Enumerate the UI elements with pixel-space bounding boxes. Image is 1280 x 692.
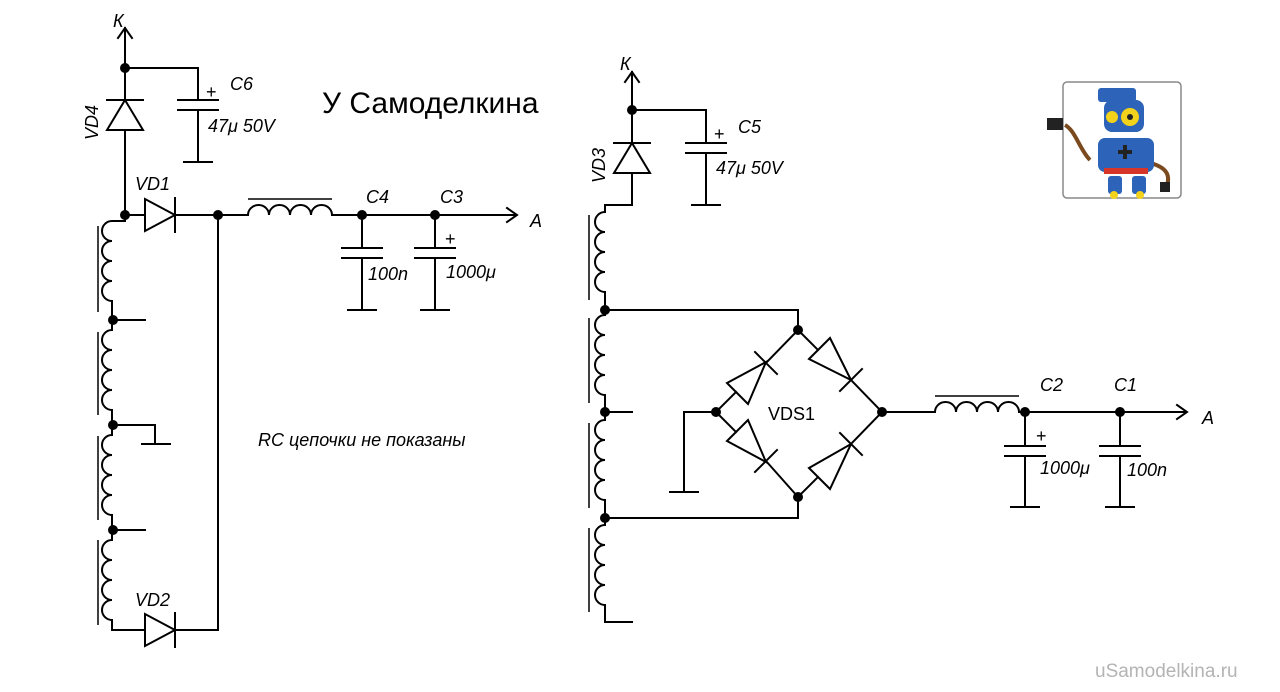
label-c2: C2 [1040,375,1063,395]
label-k-right: К [620,54,632,74]
capacitor-c5 [685,142,727,206]
page-title: У Самоделкина [322,87,539,120]
watermark: uSamodelkina.ru [1095,661,1238,682]
transformer-winding-right [588,204,799,623]
label-c3: C3 [440,187,463,207]
capacitor-c2 [1004,407,1046,508]
label-vds1: VDS1 [768,404,815,424]
diode-vd2 [139,214,219,648]
label-a-right: А [1201,408,1214,428]
diode-vd4 [105,67,145,216]
label-vd2: VD2 [135,590,170,610]
capacitor-c6 [177,99,219,163]
robot-logo [1047,81,1182,199]
capacitor-c1 [1099,407,1141,508]
plus-c2: + [1036,426,1047,446]
label-c1: C1 [1114,375,1137,395]
label-vd3: VD3 [589,148,609,183]
diode-vd3 [604,109,652,206]
label-c4: C4 [366,187,389,207]
diode-vd1 [120,197,249,233]
label-c4-value: 100n [368,264,408,284]
label-c6: C6 [230,74,254,94]
transformer-winding-left [97,214,171,631]
left-circuit [97,26,519,648]
label-c3-value: 1000μ [446,262,496,282]
choke-right [881,395,1189,421]
label-c5: C5 [738,117,762,137]
label-k-left: К [113,11,125,31]
label-vd1: VD1 [135,174,170,194]
label-vd4: VD4 [82,105,102,140]
plus-c5: + [714,124,725,144]
diode-bridge-vds1 [669,325,887,502]
capacitor-c3 [414,210,456,311]
label-c1-value: 100n [1127,460,1167,480]
label-c6-value: 47μ 50V [208,116,277,136]
label-c2-value: 1000μ [1040,458,1090,478]
capacitor-c4 [341,210,383,311]
label-a-left: А [529,211,542,231]
plus-c3: + [445,229,456,249]
note-rc-chains: RC цепочки не показаны [258,430,466,450]
plus-c6: + [206,82,217,102]
right-circuit [588,70,1189,623]
label-c5-value: 47μ 50V [716,158,785,178]
